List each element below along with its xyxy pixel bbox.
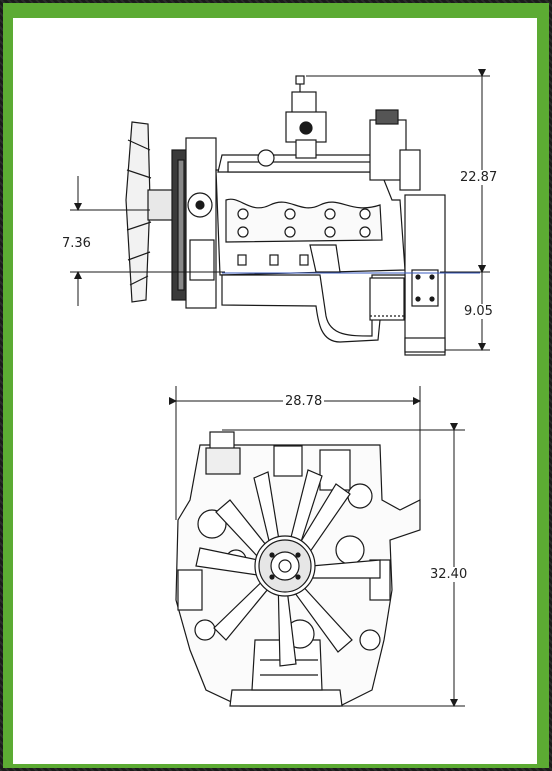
front-fan bbox=[195, 469, 381, 667]
side-rear-accessories bbox=[369, 109, 446, 356]
side-throttle-body bbox=[285, 75, 327, 159]
engine-side-view bbox=[125, 75, 480, 356]
side-pulleys bbox=[171, 137, 217, 309]
side-oil-pan bbox=[221, 274, 406, 343]
dim-label-fan-offset: 7.36 bbox=[60, 236, 93, 251]
dim-label-front-height: 32.40 bbox=[428, 567, 470, 582]
dim-label-side-height: 22.87 bbox=[458, 170, 500, 185]
side-fan bbox=[125, 121, 175, 303]
dim-label-front-width: 28.78 bbox=[283, 394, 325, 409]
dim-label-side-lower: 9.05 bbox=[462, 304, 495, 319]
